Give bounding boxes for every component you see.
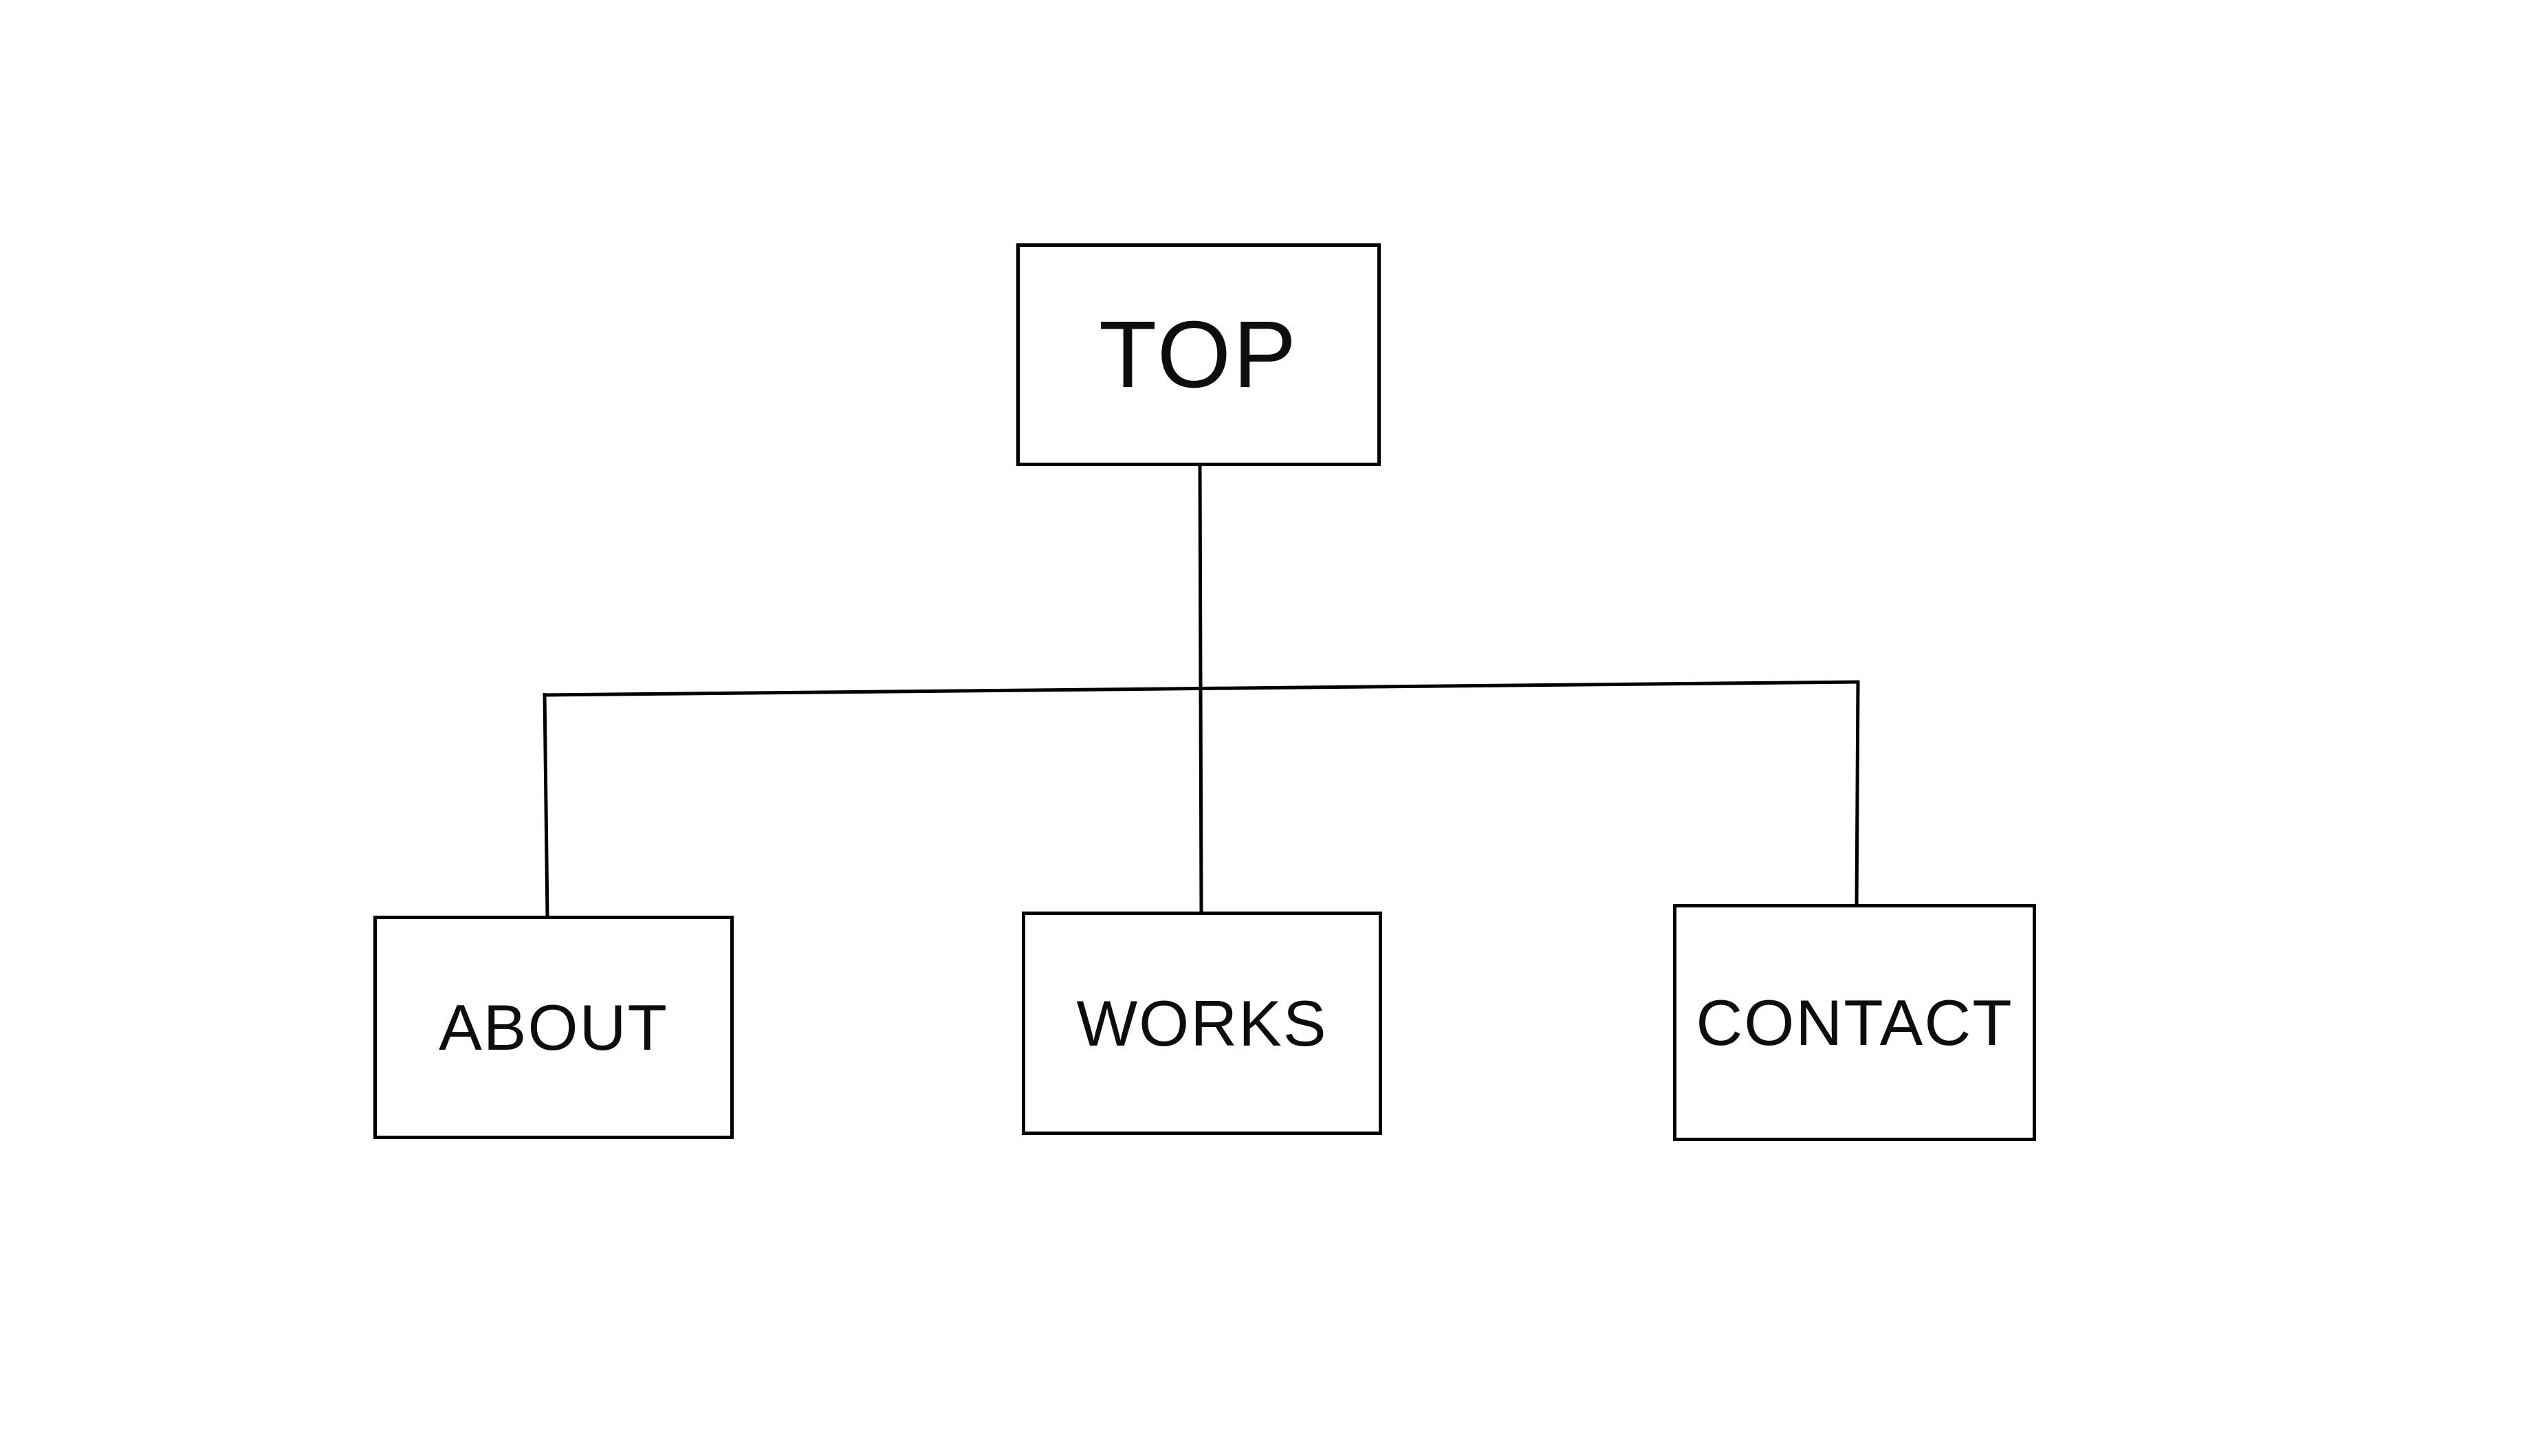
node-about: ABOUT xyxy=(373,916,734,1139)
node-about-label: ABOUT xyxy=(439,991,668,1063)
node-contact-label: CONTACT xyxy=(1696,986,2013,1059)
node-top: TOP xyxy=(1016,243,1381,466)
connector-horizontal-rail xyxy=(543,680,1860,697)
node-contact: CONTACT xyxy=(1673,904,2036,1141)
node-works: WORKS xyxy=(1022,912,1382,1135)
connector-rail-to-about xyxy=(543,692,549,918)
node-top-label: TOP xyxy=(1098,301,1299,408)
node-works-label: WORKS xyxy=(1076,986,1328,1059)
connector-top-to-works xyxy=(1198,464,1203,914)
connector-rail-to-contact xyxy=(1855,680,1860,907)
